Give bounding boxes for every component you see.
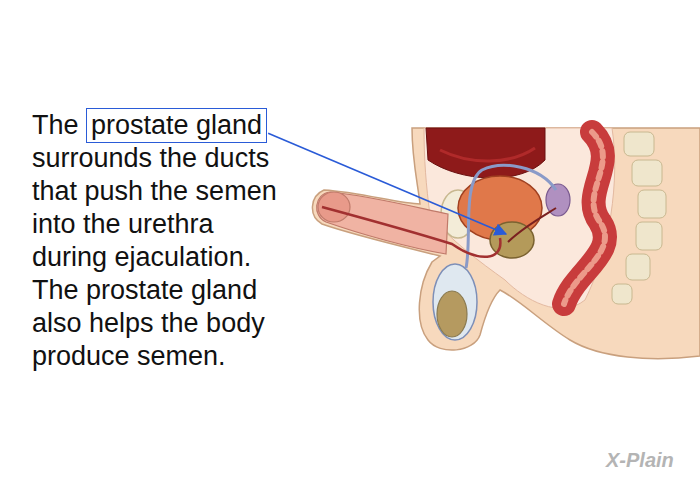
vertebra: [632, 160, 662, 186]
vertebra: [638, 190, 666, 218]
epididymis: [433, 264, 477, 340]
body-outline: [312, 128, 700, 359]
ejaculatory-duct: [508, 208, 556, 242]
rectum-lining: [564, 132, 605, 304]
leader-arrow: [268, 133, 506, 234]
body-text: The: [32, 109, 79, 142]
bowel-loop: [440, 148, 535, 161]
callout-label: prostate gland: [91, 109, 262, 142]
rectum: [564, 132, 605, 304]
vertebra: [626, 254, 650, 280]
testis: [437, 291, 467, 337]
body-text: surrounds the ducts that push the semen …: [32, 142, 284, 373]
callout-box: prostate gland: [86, 108, 267, 143]
urethra: [322, 207, 500, 257]
vertebra: [624, 132, 654, 156]
vas-deferens: [466, 165, 556, 268]
vertebra: [636, 222, 662, 250]
vertebra: [612, 284, 632, 304]
watermark: X-Plain: [606, 448, 674, 472]
